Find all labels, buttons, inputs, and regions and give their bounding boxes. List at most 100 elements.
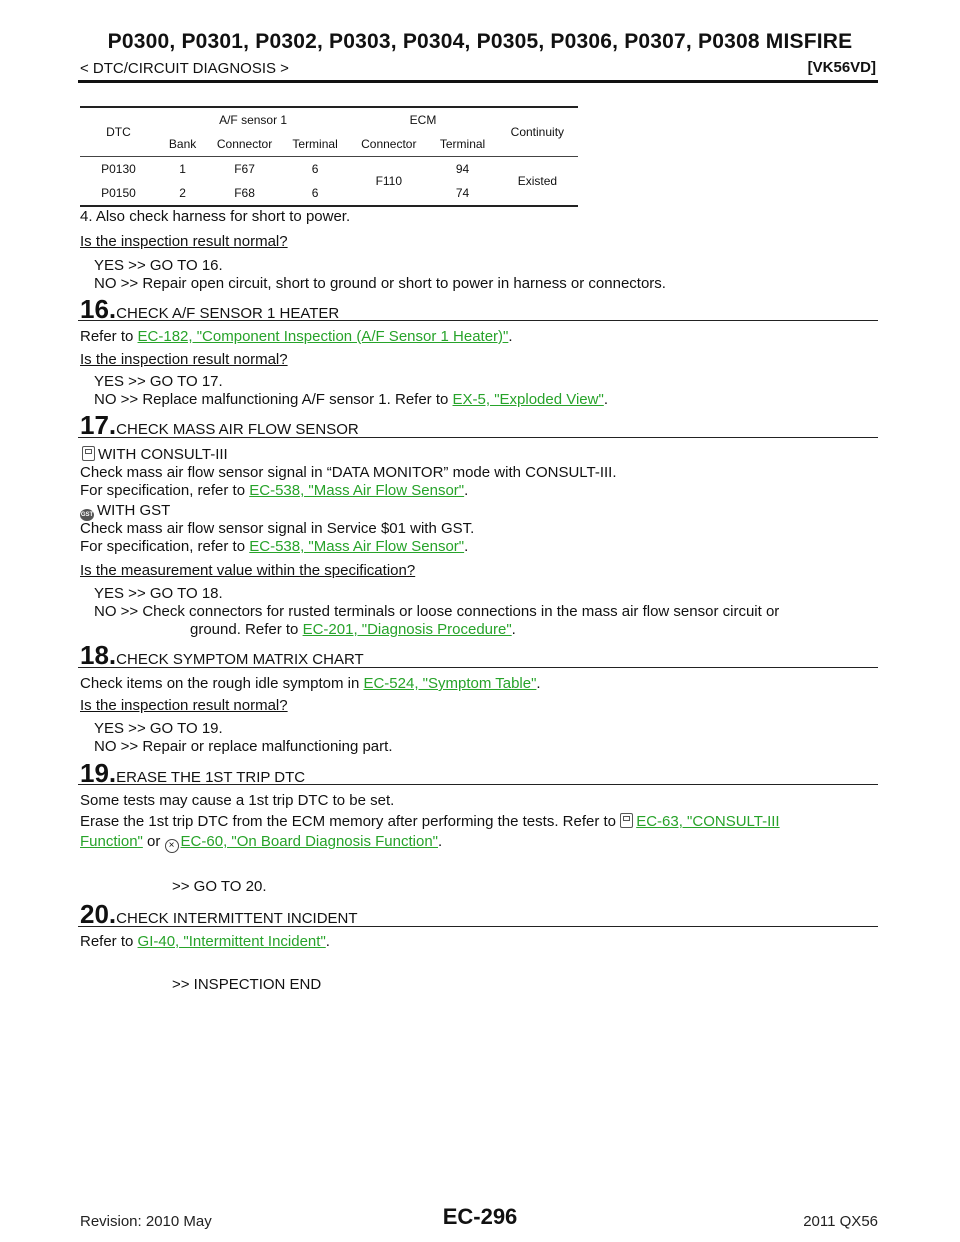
table-cell: 94 [428,156,497,181]
continuity-table: DTC A/F sensor 1 ECM Continuity Bank Con… [80,106,578,207]
step18-rule [78,667,878,668]
step16-yes: YES >> GO TO 17. [94,373,223,390]
link-ec-201[interactable]: EC-201, "Diagnosis Procedure" [302,621,512,638]
header-rule [78,80,878,83]
period: . [508,328,513,345]
link-ec-538[interactable]: EC-538, "Mass Air Flow Sensor" [249,538,465,555]
step20-refer: Refer to GI-40, "Intermittent Incident". [80,933,330,951]
link-ec-524[interactable]: EC-524, "Symptom Table" [363,675,537,692]
step20-heading: 20.CHECK INTERMITTENT INCIDENT [80,901,358,928]
step15-no: NO >> Repair open circuit, short to grou… [94,275,666,292]
step15-yes: YES >> GO TO 16. [94,257,223,274]
step17-with-consult: WITH CONSULT-III [82,446,228,464]
step19-line2: Erase the 1st trip DTC from the ECM memo… [80,813,780,831]
table-cell-ecm-connector: F110 [349,156,429,207]
step17-heading: 17.CHECK MASS AIR FLOW SENSOR [80,412,359,439]
step19-title: ERASE THE 1ST TRIP DTC [116,769,306,786]
table-cell: 6 [280,181,350,207]
step20-goto: >> INSPECTION END [172,976,322,993]
section-label: < DTC/CIRCUIT DIAGNOSIS > [80,60,289,77]
no-text: ground. Refer to [190,621,303,638]
period: . [603,391,608,408]
step16-no: NO >> Replace malfunctioning A/F sensor … [94,391,608,409]
period: . [464,538,469,555]
link-ec-63-cont[interactable]: Function" [80,833,143,850]
step19-heading: 19.ERASE THE 1ST TRIP DTC [80,760,305,787]
th-ecm-terminal: Terminal [439,137,486,151]
step16-rule [78,320,878,321]
consult-icon [82,446,95,461]
step17-rule [78,437,878,438]
erase-text: Erase the 1st trip DTC from the ECM memo… [80,813,621,830]
period: . [511,621,516,638]
step20-rule [78,926,878,927]
step18-yes: YES >> GO TO 19. [94,720,223,737]
step18-heading: 18.CHECK SYMPTOM MATRIX CHART [80,642,364,669]
th-ecm-connector: Connector [361,137,417,151]
revision-date: Revision: 2010 May [80,1213,212,1230]
table-cell: P0150 [80,181,157,207]
th-terminal: Terminal [292,137,338,151]
th-continuity: Continuity [496,106,578,157]
th-bank: Bank [168,137,197,151]
step17-no-cont: ground. Refer to EC-201, "Diagnosis Proc… [190,621,516,639]
step19-line1: Some tests may cause a 1st trip DTC to b… [80,792,395,809]
step19-goto: >> GO TO 20. [172,878,267,895]
link-ec-63[interactable]: EC-63, "CONSULT-III [636,813,780,830]
table-cell: 1 [156,156,209,181]
th-ecm: ECM [349,106,497,132]
check-text: Check items on the rough idle symptom in [80,675,364,692]
period: . [438,833,443,850]
step19-line3: Function" or ×EC-60, "On Board Diagnosis… [80,833,442,853]
step17-spec-2: For specification, refer to EC-538, "Mas… [80,538,468,556]
step17-gst-line: Check mass air flow sensor signal in Ser… [80,520,475,537]
with-gst-label: WITH GST [97,502,171,519]
table-cell: 2 [156,181,209,207]
step16-question: Is the inspection result normal? [80,351,288,368]
step16-title: CHECK A/F SENSOR 1 HEATER [116,305,340,322]
table-cell: 74 [428,181,497,207]
step18-title: CHECK SYMPTOM MATRIX CHART [116,651,364,668]
table-cell: F67 [208,156,281,181]
vehicle-model: 2011 QX56 [803,1213,878,1230]
spec-text: For specification, refer to [80,482,250,499]
link-ex-5[interactable]: EX-5, "Exploded View" [452,391,604,408]
table-cell: 6 [280,156,350,181]
table-cell: P0130 [80,156,157,181]
step18-question: Is the inspection result normal? [80,697,288,714]
th-dtc: DTC [80,106,157,157]
consult-icon [620,813,634,828]
with-consult-label: WITH CONSULT-III [98,446,228,463]
period: . [325,933,330,950]
link-ec-538[interactable]: EC-538, "Mass Air Flow Sensor" [249,482,465,499]
step17-yes: YES >> GO TO 18. [94,585,223,602]
table-cell: F68 [208,181,281,207]
no-text: NO >> Replace malfunctioning A/F sensor … [94,391,453,408]
step17-question: Is the measurement value within the spec… [80,562,416,579]
th-connector: Connector [216,137,273,151]
step17-number: 17. [80,410,117,440]
step20-number: 20. [80,899,117,929]
step18-line: Check items on the rough idle symptom in… [80,675,541,693]
step16-number: 16. [80,294,117,324]
step18-number: 18. [80,640,117,670]
refer-text: Refer to [80,933,138,950]
step17-title: CHECK MASS AIR FLOW SENSOR [116,421,359,438]
step16-refer: Refer to EC-182, "Component Inspection (… [80,328,513,346]
page-title: P0300, P0301, P0302, P0303, P0304, P0305… [107,30,853,53]
spec-text: For specification, refer to [80,538,250,555]
link-ec-182[interactable]: EC-182, "Component Inspection (A/F Senso… [137,328,509,345]
th-af-sensor: A/F sensor 1 [156,106,350,132]
step17-no: NO >> Check connectors for rusted termin… [94,603,780,620]
table-cell-continuity: Existed [496,156,578,207]
engine-model: [VK56VD] [807,59,876,76]
period: . [536,675,541,692]
step19-number: 19. [80,758,117,788]
step17-spec-1: For specification, refer to EC-538, "Mas… [80,482,468,500]
link-ec-60[interactable]: EC-60, "On Board Diagnosis Function" [180,833,438,850]
step15-question: Is the inspection result normal? [80,233,288,250]
period: . [464,482,469,499]
link-gi-40[interactable]: GI-40, "Intermittent Incident" [137,933,326,950]
step16-heading: 16.CHECK A/F SENSOR 1 HEATER [80,296,339,323]
